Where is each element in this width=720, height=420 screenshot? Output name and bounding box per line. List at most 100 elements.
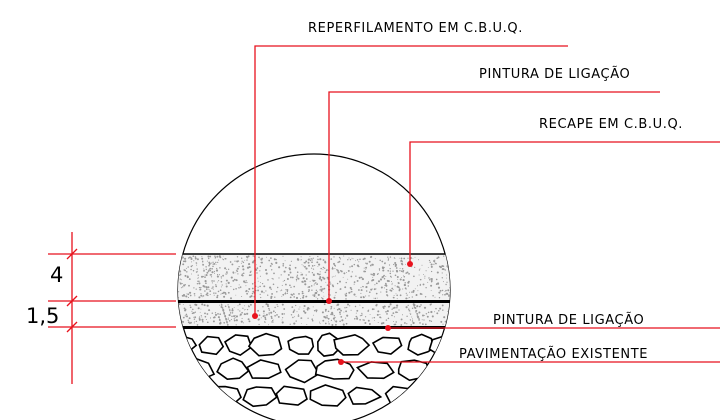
aggregate-dot: [211, 287, 213, 289]
aggregate-dot: [406, 315, 408, 318]
aggregate-dot: [330, 305, 333, 308]
aggregate-dot: [173, 271, 175, 273]
aggregate-dot: [331, 324, 334, 326]
aggregate-dot: [333, 307, 335, 309]
aggregate-dot: [265, 313, 268, 316]
aggregate-dot: [219, 267, 221, 269]
stone: [371, 336, 403, 355]
aggregate-dot: [193, 316, 195, 318]
aggregate-dot: [415, 311, 417, 313]
aggregate-dot: [220, 280, 223, 283]
aggregate-dot: [278, 266, 281, 269]
aggregate-dot: [393, 297, 395, 299]
aggregate-dot: [430, 310, 433, 314]
aggregate-dot: [371, 308, 374, 311]
aggregate-dot: [200, 275, 204, 278]
stone: [216, 357, 250, 381]
aggregate-dot: [365, 262, 367, 264]
aggregate-dot: [237, 273, 239, 275]
aggregate-dot: [227, 318, 230, 320]
aggregate-dot: [372, 276, 374, 278]
aggregate-dot: [297, 277, 300, 280]
aggregate-dot: [444, 269, 446, 271]
aggregate-dot: [192, 255, 195, 257]
aggregate-dot: [309, 255, 311, 257]
aggregate-dot: [245, 290, 247, 293]
aggregate-dot: [215, 261, 217, 264]
aggregate-dot: [353, 293, 356, 296]
aggregate-dot: [291, 294, 294, 296]
aggregate-dot: [251, 292, 254, 295]
aggregate-dot: [281, 284, 283, 286]
aggregate-dot: [374, 319, 376, 321]
aggregate-dot: [335, 321, 338, 323]
aggregate-dot: [205, 293, 208, 296]
aggregate-dot: [305, 274, 307, 276]
aggregate-dot: [203, 270, 205, 272]
aggregate-dot: [448, 293, 450, 295]
aggregate-dot: [260, 262, 262, 263]
aggregate-dot: [327, 317, 330, 320]
aggregate-dot: [387, 317, 390, 320]
aggregate-dot: [368, 323, 371, 325]
aggregate-dot: [323, 315, 326, 318]
aggregate-dot: [219, 256, 222, 259]
aggregate-dot: [225, 271, 228, 274]
aggregate-dot: [427, 281, 429, 283]
aggregate-dot: [192, 311, 195, 314]
aggregate-dot: [360, 292, 362, 294]
aggregate-dot: [349, 305, 351, 307]
aggregate-dot: [340, 309, 342, 312]
aggregate-dot: [395, 267, 398, 269]
aggregate-dot: [289, 323, 291, 325]
aggregate-dot: [266, 256, 267, 258]
aggregate-dot: [199, 286, 201, 289]
aggregate-dot: [173, 281, 175, 283]
aggregate-dot: [212, 265, 214, 268]
stone: [247, 332, 283, 357]
aggregate-dot: [231, 312, 234, 314]
aggregate-dot: [267, 294, 269, 296]
stone: [309, 384, 347, 407]
aggregate-dot: [375, 282, 378, 285]
aggregate-dot: [178, 318, 181, 320]
aggregate-dot: [390, 289, 393, 292]
aggregate-dot: [179, 274, 181, 276]
aggregate-dot: [393, 263, 395, 266]
aggregate-dot: [249, 295, 252, 298]
aggregate-dot: [182, 316, 185, 319]
aggregate-dot: [293, 309, 296, 311]
aggregate-dot: [441, 289, 444, 292]
stone: [287, 335, 315, 355]
reperfilamento-layer: [178, 303, 450, 326]
aggregate-dot: [312, 294, 314, 296]
aggregate-dot: [395, 311, 398, 314]
aggregate-dot: [238, 284, 240, 286]
aggregate-dot: [189, 306, 192, 309]
aggregate-dot: [290, 314, 293, 316]
aggregate-dot: [327, 311, 329, 312]
aggregate-dot: [171, 269, 173, 271]
aggregate-dot: [248, 320, 251, 323]
aggregate-dot: [366, 262, 368, 265]
aggregate-dot: [319, 258, 322, 261]
aggregate-dot: [408, 273, 410, 275]
aggregate-dot: [276, 314, 278, 316]
aggregate-dot: [333, 315, 335, 317]
aggregate-dot: [244, 259, 246, 261]
aggregate-dot: [241, 265, 244, 268]
aggregate-dot: [220, 276, 222, 278]
aggregate-dot: [379, 259, 381, 262]
aggregate-dot: [443, 255, 445, 257]
aggregate-dot: [418, 259, 420, 261]
aggregate-dot: [437, 286, 441, 289]
aggregate-dot: [319, 276, 322, 278]
aggregate-dot: [367, 281, 369, 283]
aggregate-dot: [263, 292, 265, 294]
aggregate-dot: [442, 309, 444, 311]
aggregate-dot: [343, 311, 345, 313]
aggregate-dot: [171, 276, 172, 277]
aggregate-dot: [204, 274, 206, 276]
aggregate-dot: [333, 296, 336, 299]
aggregate-dot: [367, 319, 370, 322]
